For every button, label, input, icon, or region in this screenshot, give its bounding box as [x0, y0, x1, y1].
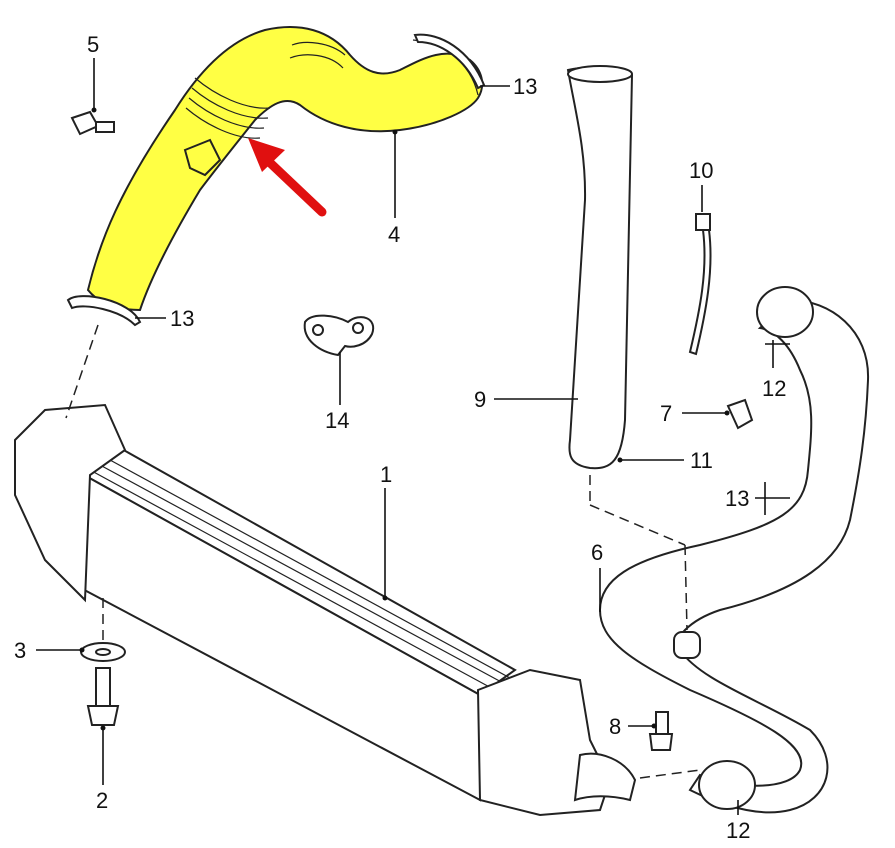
- intercooler-fins: [89, 459, 511, 691]
- callout-labels: 1 2 3 4 5 6 7 8 9 10 11 12 12 13 13 13 1…: [14, 32, 786, 843]
- callout-4: 4: [388, 222, 400, 247]
- leader-lines: [36, 58, 790, 815]
- hose-part-4-body: [86, 26, 484, 312]
- pipe-6-top-end: [756, 286, 814, 338]
- hose-bracket: [183, 138, 222, 177]
- callout-12-upper: 12: [762, 376, 786, 401]
- callout-7: 7: [660, 401, 672, 426]
- callout-5: 5: [87, 32, 99, 57]
- intercooler-left-tank: [14, 403, 127, 603]
- callout-1: 1: [380, 462, 392, 487]
- callout-3: 3: [14, 638, 26, 663]
- grommet-part-7[interactable]: [726, 398, 754, 430]
- hose-clamp-lower: [66, 295, 142, 327]
- callout-6: 6: [591, 540, 603, 565]
- pipe-9-top-end: [567, 65, 633, 83]
- callout-9: 9: [474, 387, 486, 412]
- highlighted-hose-part-4[interactable]: [66, 26, 486, 327]
- bolt-part-8[interactable]: [648, 711, 674, 751]
- callout-10: 10: [689, 158, 713, 183]
- pipe-part-9[interactable]: [566, 65, 634, 470]
- cable-tie-part-10[interactable]: [688, 213, 712, 356]
- red-arrow-indicator: [248, 138, 327, 217]
- bolt-part-5[interactable]: [70, 110, 115, 136]
- bracket-part-14[interactable]: [303, 314, 375, 357]
- callout-14: 14: [325, 408, 349, 433]
- callout-12-lower: 12: [726, 818, 750, 843]
- pipe-6-bottom-end: [698, 760, 756, 810]
- pipe-9-body: [566, 66, 634, 470]
- callout-2: 2: [96, 788, 108, 813]
- callout-13-right: 13: [725, 486, 749, 511]
- intercooler-outlet: [573, 752, 637, 802]
- bolt-part-2[interactable]: [86, 667, 120, 726]
- callout-11: 11: [690, 448, 713, 473]
- pipe-6-connector: [673, 631, 701, 659]
- callout-8: 8: [609, 714, 621, 739]
- pipe-6-body: [598, 298, 870, 814]
- hose-clamp-upper: [413, 33, 486, 90]
- assembly-dashed-lines: [65, 324, 701, 779]
- intercooler-part-1[interactable]: [14, 403, 637, 817]
- pipe-part-6[interactable]: [598, 286, 870, 814]
- callout-13-left: 13: [170, 306, 194, 331]
- callout-13-upper: 13: [513, 74, 537, 99]
- washer-part-3[interactable]: [80, 642, 126, 662]
